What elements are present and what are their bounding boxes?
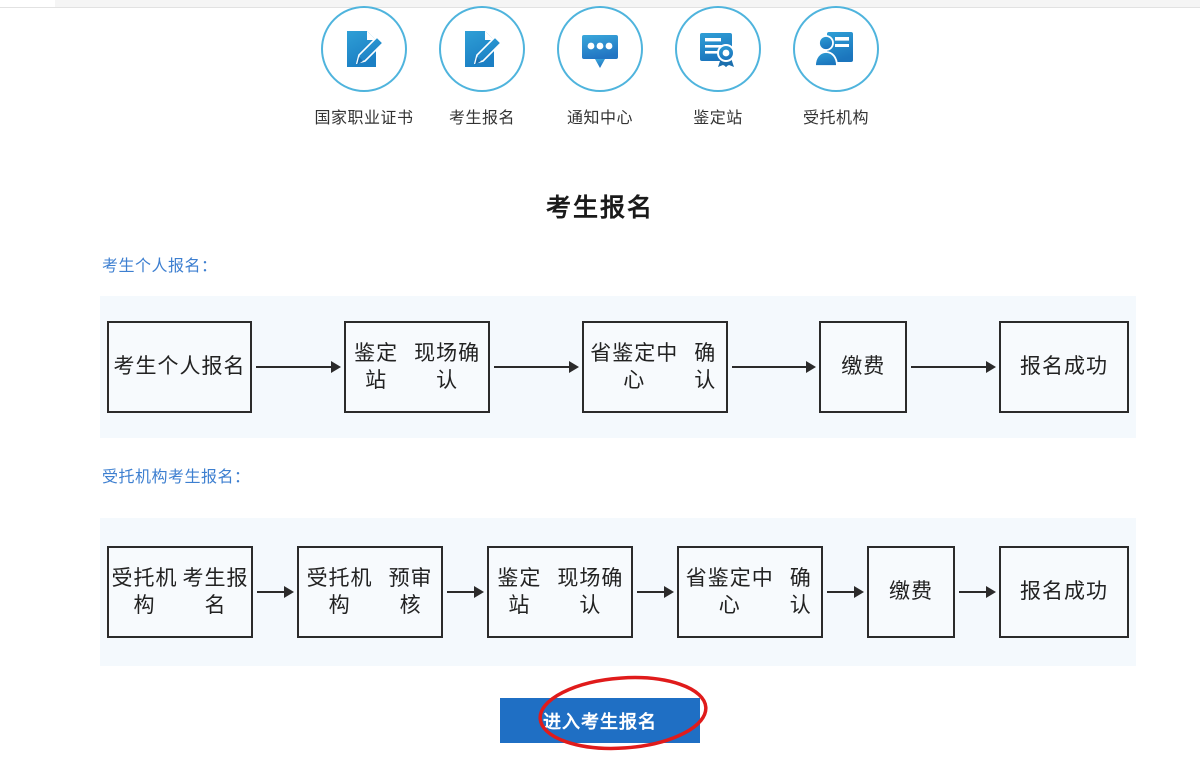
flow-step-box: 缴费 (819, 321, 908, 413)
flow-step-box: 鉴定站现场确认 (343, 321, 490, 413)
flow-step-box: 受托机构考生报名 (107, 546, 253, 638)
nav-circle (321, 6, 407, 92)
section-label-entrusted: 受托机构考生报名： (102, 469, 251, 486)
person-card-icon (811, 24, 861, 74)
nav-circle (557, 6, 643, 92)
flow-step-box: 省鉴定中心确认 (581, 321, 728, 413)
page-title: 考生报名 (545, 194, 654, 222)
certificate-ribbon-icon (693, 24, 743, 74)
chat-bubble-icon (575, 24, 625, 74)
nav-item-label: 国家职业证书 (314, 110, 414, 127)
nav-item-label: 受托机构 (802, 110, 869, 127)
flow-arrow-icon (823, 583, 867, 601)
flowchart-entrusted: 受托机构考生报名 受托机构预审核 鉴定站现场确认 省鉴定中心确认 缴费 报名成功 (100, 518, 1136, 666)
flow-step-box: 鉴定站现场确认 (487, 546, 633, 638)
nav-circle (439, 6, 525, 92)
flow-arrow-icon (490, 358, 582, 376)
flow-step-box: 报名成功 (999, 321, 1129, 413)
nav-item-notification-center[interactable]: 通知中心 (553, 6, 648, 128)
top-header-strip (55, 0, 1200, 7)
nav-item-label: 考生报名 (448, 110, 515, 127)
nav-item-label: 鉴定站 (693, 110, 743, 127)
document-pencil-icon (339, 24, 389, 74)
nav-circle (675, 6, 761, 92)
nav-item-entrusted-agency[interactable]: 受托机构 (789, 6, 884, 128)
flow-step-box: 省鉴定中心确认 (677, 546, 823, 638)
flow-arrow-icon (633, 583, 677, 601)
flow-step-box: 考生个人报名 (107, 321, 252, 413)
flow-step-box: 报名成功 (999, 546, 1129, 638)
flowchart-individual: 考生个人报名 鉴定站现场确认 省鉴定中心确认 缴费 报名成功 (100, 296, 1136, 438)
document-pencil-icon (457, 24, 507, 74)
flow-arrow-icon (443, 583, 487, 601)
nav-item-candidate-registration[interactable]: 考生报名 (435, 6, 530, 128)
cta-container: 进入考生报名 (0, 698, 1200, 743)
flow-arrow-icon (955, 583, 999, 601)
nav-item-national-certificate[interactable]: 国家职业证书 (314, 6, 414, 128)
flow-step-box: 缴费 (867, 546, 955, 638)
flow-step-box: 受托机构预审核 (297, 546, 443, 638)
flow-arrow-icon (728, 358, 820, 376)
enter-registration-button[interactable]: 进入考生报名 (500, 698, 700, 743)
icon-navigation: 国家职业证书 考生报名 (0, 6, 1200, 128)
nav-circle (793, 6, 879, 92)
section-label-individual: 考生个人报名： (102, 258, 218, 275)
flow-arrow-icon (252, 358, 344, 376)
nav-item-label: 通知中心 (566, 110, 633, 127)
flow-arrow-icon (907, 358, 999, 376)
flow-arrow-icon (253, 583, 297, 601)
nav-item-assessment-station[interactable]: 鉴定站 (671, 6, 766, 128)
